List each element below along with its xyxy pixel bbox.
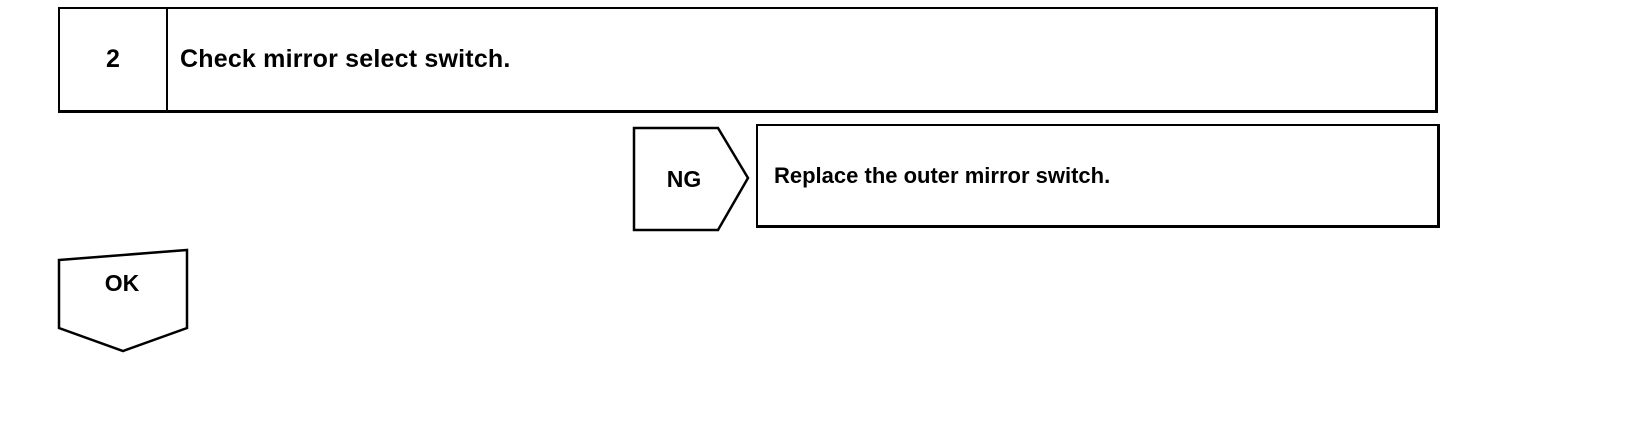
ok-arrow-shape [57,248,189,353]
ng-label: NG [666,165,702,192]
ng-action-box: Replace the outer mirror switch. [756,124,1440,228]
ok-label: OK [104,270,140,296]
step-box: 2 Check mirror select switch. [58,7,1438,113]
ng-action-text: Replace the outer mirror switch. [774,162,1111,188]
ng-arrow-shape [632,126,750,232]
step-number: 2 [60,9,168,110]
step-title: Check mirror select switch. [180,45,511,73]
